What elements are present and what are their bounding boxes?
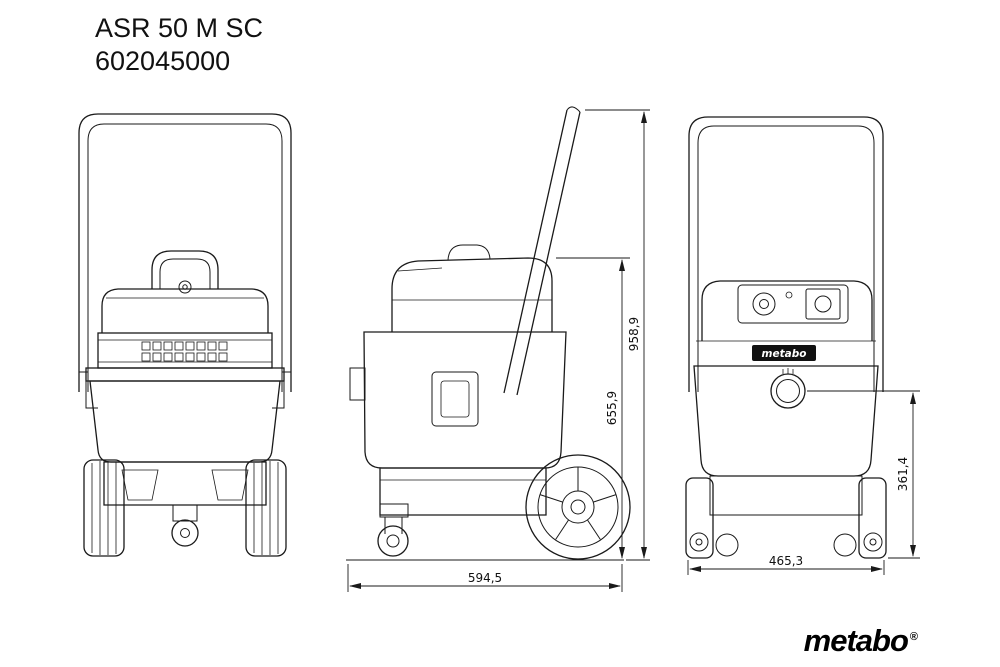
control-panel (737, 284, 849, 324)
power-socket (805, 288, 841, 320)
control-knob (752, 292, 776, 316)
device-brand-label: metabo (752, 345, 816, 361)
blower-outlet-port (770, 368, 806, 409)
dim-label-outlet-height: 361,4 (896, 457, 910, 491)
article-number: 602045000 (95, 46, 231, 76)
registered-trademark-icon: ® (909, 630, 918, 643)
motor-head-front (101, 288, 269, 333)
front-view-drawing (78, 113, 292, 557)
device-brand-text: metabo (762, 348, 807, 360)
side-handle (503, 106, 581, 396)
rear-view-wheels (685, 477, 887, 559)
dimension-lines (347, 109, 920, 592)
front-handle-outline (78, 113, 292, 392)
tank-side (363, 331, 567, 469)
rear-view-drawing: metabo (685, 116, 887, 559)
metabo-logo: metabo® (804, 623, 918, 659)
front-view-wheels (83, 459, 287, 557)
product-model: ASR 50 M SC (95, 13, 264, 43)
title-block: ASR 50 M SC 602045000 (95, 12, 263, 78)
rear-handle-outline (688, 116, 884, 392)
motor-head-rear (701, 280, 873, 341)
dimension-labels: 958,9 655,9 361,4 594,5 465,3 (468, 317, 910, 585)
side-caster (377, 503, 409, 557)
motor-head-side (391, 257, 553, 332)
front-caster-wheel (171, 519, 199, 547)
tank-rear (693, 365, 879, 477)
tank-front (89, 380, 281, 463)
vent-grille (141, 341, 228, 362)
dim-label-depth: 594,5 (468, 571, 502, 585)
carry-handle (151, 250, 219, 289)
rear-wheel (525, 454, 631, 560)
dim-label-body-height: 655,9 (605, 391, 619, 425)
dim-label-total-height: 958,9 (627, 317, 641, 351)
side-view-drawing (346, 106, 631, 561)
dim-label-width: 465,3 (769, 554, 803, 568)
logo-text: metabo (803, 623, 909, 658)
